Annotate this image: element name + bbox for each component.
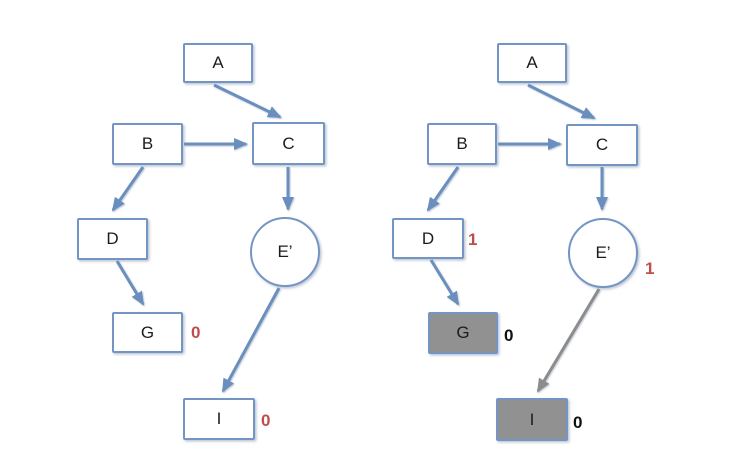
node-I-left-label: I xyxy=(216,409,222,428)
edge-right-D-G xyxy=(429,259,460,306)
node-D-left: D xyxy=(77,218,148,260)
node-D-right-label: D xyxy=(421,228,435,248)
node-C-left: C xyxy=(252,122,325,165)
node-I-right-marked: I xyxy=(496,398,568,441)
edge-left-A-C xyxy=(213,83,282,119)
edge-right-B-D xyxy=(426,166,460,212)
node-G-left-label: G xyxy=(140,322,155,342)
node-A-right-label: A xyxy=(526,53,538,72)
edge-left-D-G xyxy=(115,260,145,306)
node-I-left: I xyxy=(183,398,255,440)
annotation-G-value-left: 0 xyxy=(191,323,201,342)
node-C-left-label: C xyxy=(282,133,295,153)
node-D-left-label: D xyxy=(106,229,119,248)
node-E-prime-left-label: E’ xyxy=(277,242,293,261)
node-B-left-label: B xyxy=(141,134,154,153)
node-I-right-label: I xyxy=(529,409,535,429)
node-A-left-label: A xyxy=(212,53,224,72)
edge-right-A-C xyxy=(527,83,596,120)
annotation-I-value-left: 0 xyxy=(261,411,271,430)
node-B-right: B xyxy=(427,123,497,165)
node-E-prime-right-label: E’ xyxy=(595,243,611,262)
node-C-right: C xyxy=(566,124,638,166)
node-G-left: G xyxy=(112,312,183,353)
node-D-right: D xyxy=(392,218,464,259)
annotation-G-value-right: 0 xyxy=(504,326,514,345)
node-A-right: A xyxy=(497,43,567,83)
node-B-left: B xyxy=(112,123,183,165)
annotation-D-value-right: 1 xyxy=(468,230,478,249)
edge-left-B-D xyxy=(111,166,145,212)
annotation-E-value-right: 1 xyxy=(645,259,655,278)
annotation-I-value-right: 0 xyxy=(573,413,583,432)
node-G-right-label: G xyxy=(456,323,470,342)
node-E-prime-left: E’ xyxy=(250,217,320,287)
node-E-prime-right: E’ xyxy=(568,218,638,288)
node-G-right-marked: G xyxy=(428,312,498,354)
edge-right-E-I-gray xyxy=(536,288,601,393)
node-C-right-label: C xyxy=(595,135,609,154)
edge-left-E-I xyxy=(221,287,281,393)
node-A-left: A xyxy=(183,43,253,83)
node-B-right-label: B xyxy=(456,134,468,153)
